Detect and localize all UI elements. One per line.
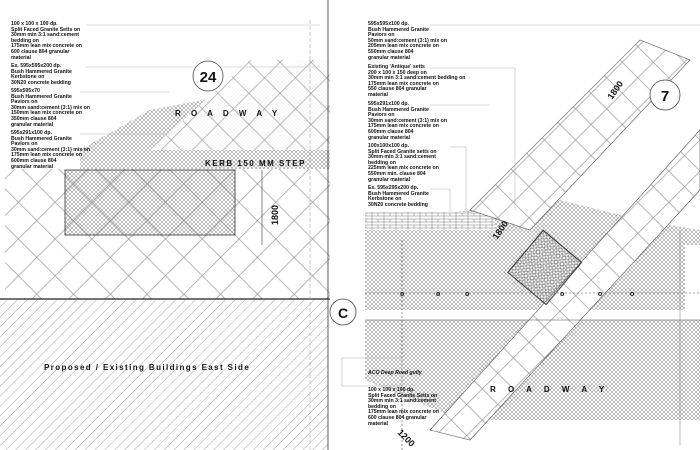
roadway-label: R O A D W A Y	[175, 109, 281, 118]
marker: o	[436, 291, 440, 298]
note-paviors-595: 595x595x100 dp. Bush Hammered Granite Pa…	[368, 21, 447, 61]
dimension-1800: 1800	[270, 205, 280, 225]
gully-box	[507, 229, 583, 306]
detail-number-circle	[192, 60, 224, 92]
marker: o	[400, 291, 404, 298]
note-paviors-291: 595x291x100 dp. Bush Hammered Granite Pa…	[11, 130, 90, 170]
dimension-bottom: 1200	[396, 427, 417, 448]
marker: o	[560, 291, 564, 298]
note-antique-setts: Existing 'Antique' setts 200 x 100 x 150…	[368, 64, 466, 98]
roadway-label: R O A D W A Y	[490, 385, 609, 394]
note-split-setts: 100x100x100 dp. Split Faced Granite sett…	[368, 143, 439, 183]
right-detail: o o o o o o 7 1800 1800 1200 R O A D W A…	[341, 24, 700, 450]
marker: o	[598, 291, 602, 298]
note-setts: 100 x 100 x 100 dp. Split Faced Granite …	[11, 21, 82, 61]
section-marker-circle	[329, 298, 357, 326]
kerb-band	[80, 155, 330, 169]
existing-setts	[365, 212, 495, 230]
left-detail: 24 R O A D W A Y KERB 150 MM STEP 1800 P…	[0, 0, 330, 450]
note-paviors-595: 595x595x70 Bush Hammered Granite Paviors…	[11, 88, 90, 128]
upper-band	[469, 39, 691, 231]
planter-area	[64, 169, 236, 236]
paving-diagonal	[150, 60, 330, 150]
detail-number: 24	[200, 69, 217, 86]
detail-number-circle	[649, 79, 681, 111]
note-paviors-291: 595x291x100 dp. Bush Hammered Granite Pa…	[368, 101, 447, 141]
buildings-hatch	[0, 300, 328, 450]
section-marker: C	[338, 305, 348, 321]
note-kerbstone: Ex. 595x295x200 dp. Bush Hammered Granit…	[368, 185, 429, 208]
marker: o	[465, 291, 469, 298]
gully-label: ACO Deep Road gully	[368, 370, 422, 376]
marker: o	[630, 291, 634, 298]
buildings-label: Proposed / Existing Buildings East Side	[44, 363, 250, 372]
diagonal-paving-band	[429, 129, 700, 441]
kerb-label: KERB 150 MM STEP	[205, 159, 306, 168]
detail-number: 7	[661, 88, 669, 105]
note-bottom-setts: 100 x 100 x 100 dp. Split Faced Granite …	[368, 387, 439, 427]
note-kerbstone: Ex. 595x595x200 dp. Bush Hammered Granit…	[11, 63, 72, 86]
